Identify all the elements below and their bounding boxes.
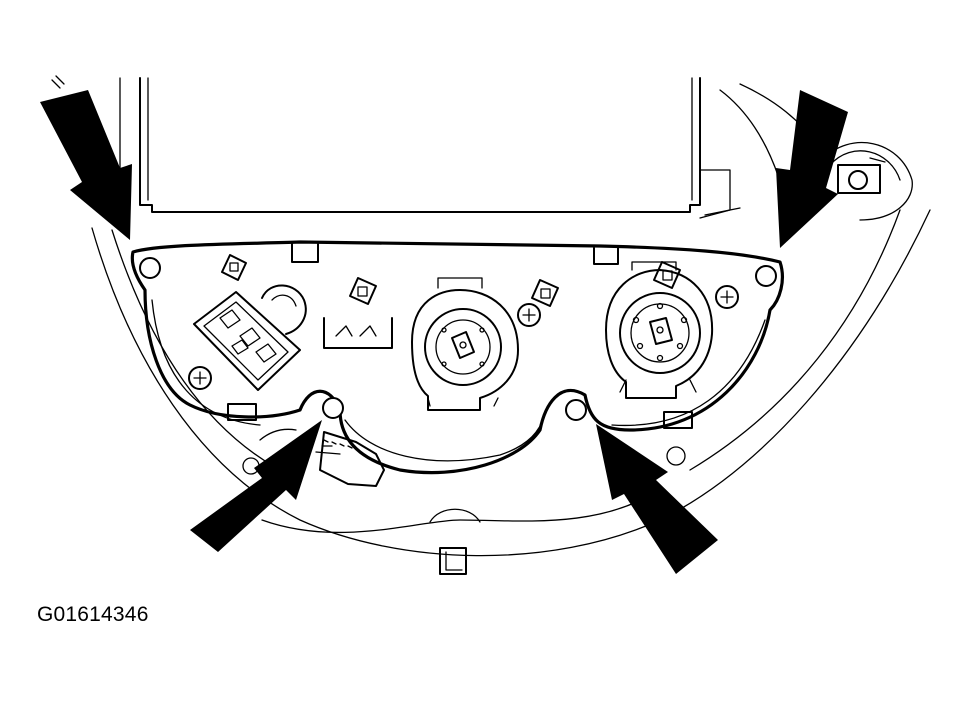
electrical-connector xyxy=(193,284,307,391)
side-knob xyxy=(821,141,913,221)
screw-icon xyxy=(188,366,212,390)
arrow-icon xyxy=(190,420,322,552)
callout-arrows xyxy=(40,75,848,574)
right-rotary-knob xyxy=(605,261,714,399)
clip-diamond-mid-right xyxy=(531,279,559,307)
display-housing xyxy=(119,77,741,219)
arrow-icon xyxy=(596,424,718,574)
arrow-icon xyxy=(776,90,848,248)
dash-surround xyxy=(91,83,931,557)
clip-diamond-left xyxy=(221,254,247,281)
screws xyxy=(188,285,739,390)
mounting-hole-bottom-right xyxy=(565,399,587,421)
clip-diamond-center xyxy=(349,277,377,305)
mounting-hole-bottom-left xyxy=(322,397,344,419)
figure-id-label: G01614346 xyxy=(37,603,149,626)
ribbon-connector xyxy=(323,317,393,349)
screw-icon xyxy=(715,285,739,309)
retaining-clips xyxy=(221,243,693,429)
mounting-holes xyxy=(139,257,777,421)
left-rotary-knob xyxy=(411,277,519,411)
control-bezel xyxy=(130,240,784,475)
bottom-clip xyxy=(439,547,467,575)
mounting-hole-top-right xyxy=(755,265,777,287)
mounting-hole-top-left xyxy=(139,257,161,279)
arrow-icon xyxy=(40,75,132,240)
screw-icon xyxy=(517,303,541,327)
lower-connector xyxy=(315,431,385,487)
